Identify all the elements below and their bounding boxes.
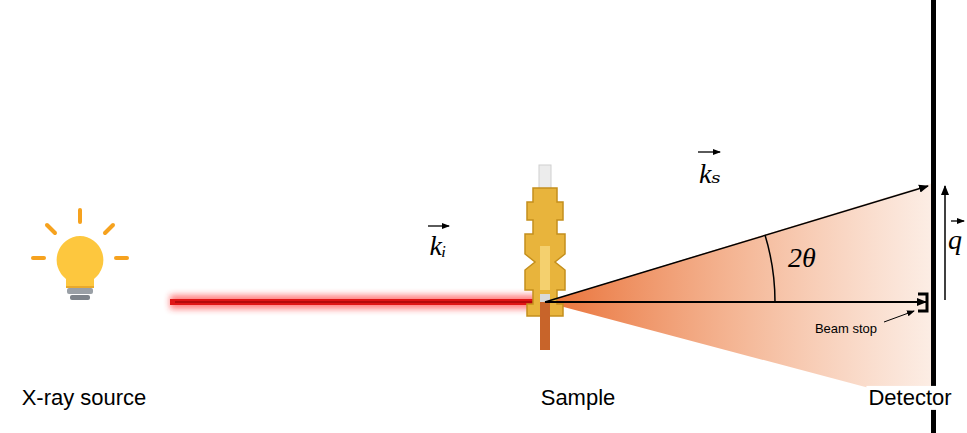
- vector-symbol: kₛ: [697, 159, 723, 190]
- vector-symbol: q: [946, 225, 964, 256]
- beam-glow: [170, 295, 548, 309]
- ks-arrow: [545, 186, 928, 302]
- part-label: Sample: [539, 386, 618, 410]
- beam-core: [175, 302, 545, 303]
- vector-mark: [698, 151, 720, 152]
- xray-source-bulb: [33, 210, 127, 300]
- vector-symbol: kᵢ: [428, 231, 449, 262]
- leader-line: [884, 311, 914, 322]
- vector-mark: [951, 220, 964, 221]
- detector-plate: [931, 0, 936, 433]
- angle-label: 2θ: [786, 243, 818, 274]
- part-label: Detector: [866, 386, 953, 410]
- transmitted-arrow: [545, 301, 926, 303]
- vector-mark: [428, 225, 449, 226]
- sample-holder: [525, 165, 565, 350]
- angle-arc: [765, 235, 775, 302]
- part-label: Beam stop: [813, 322, 879, 336]
- beam-stop: [918, 294, 927, 311]
- part-label: X-ray source: [20, 386, 149, 410]
- scatter-cone: [545, 183, 933, 405]
- q-arrow: [944, 186, 946, 300]
- xray-beam: [170, 299, 548, 305]
